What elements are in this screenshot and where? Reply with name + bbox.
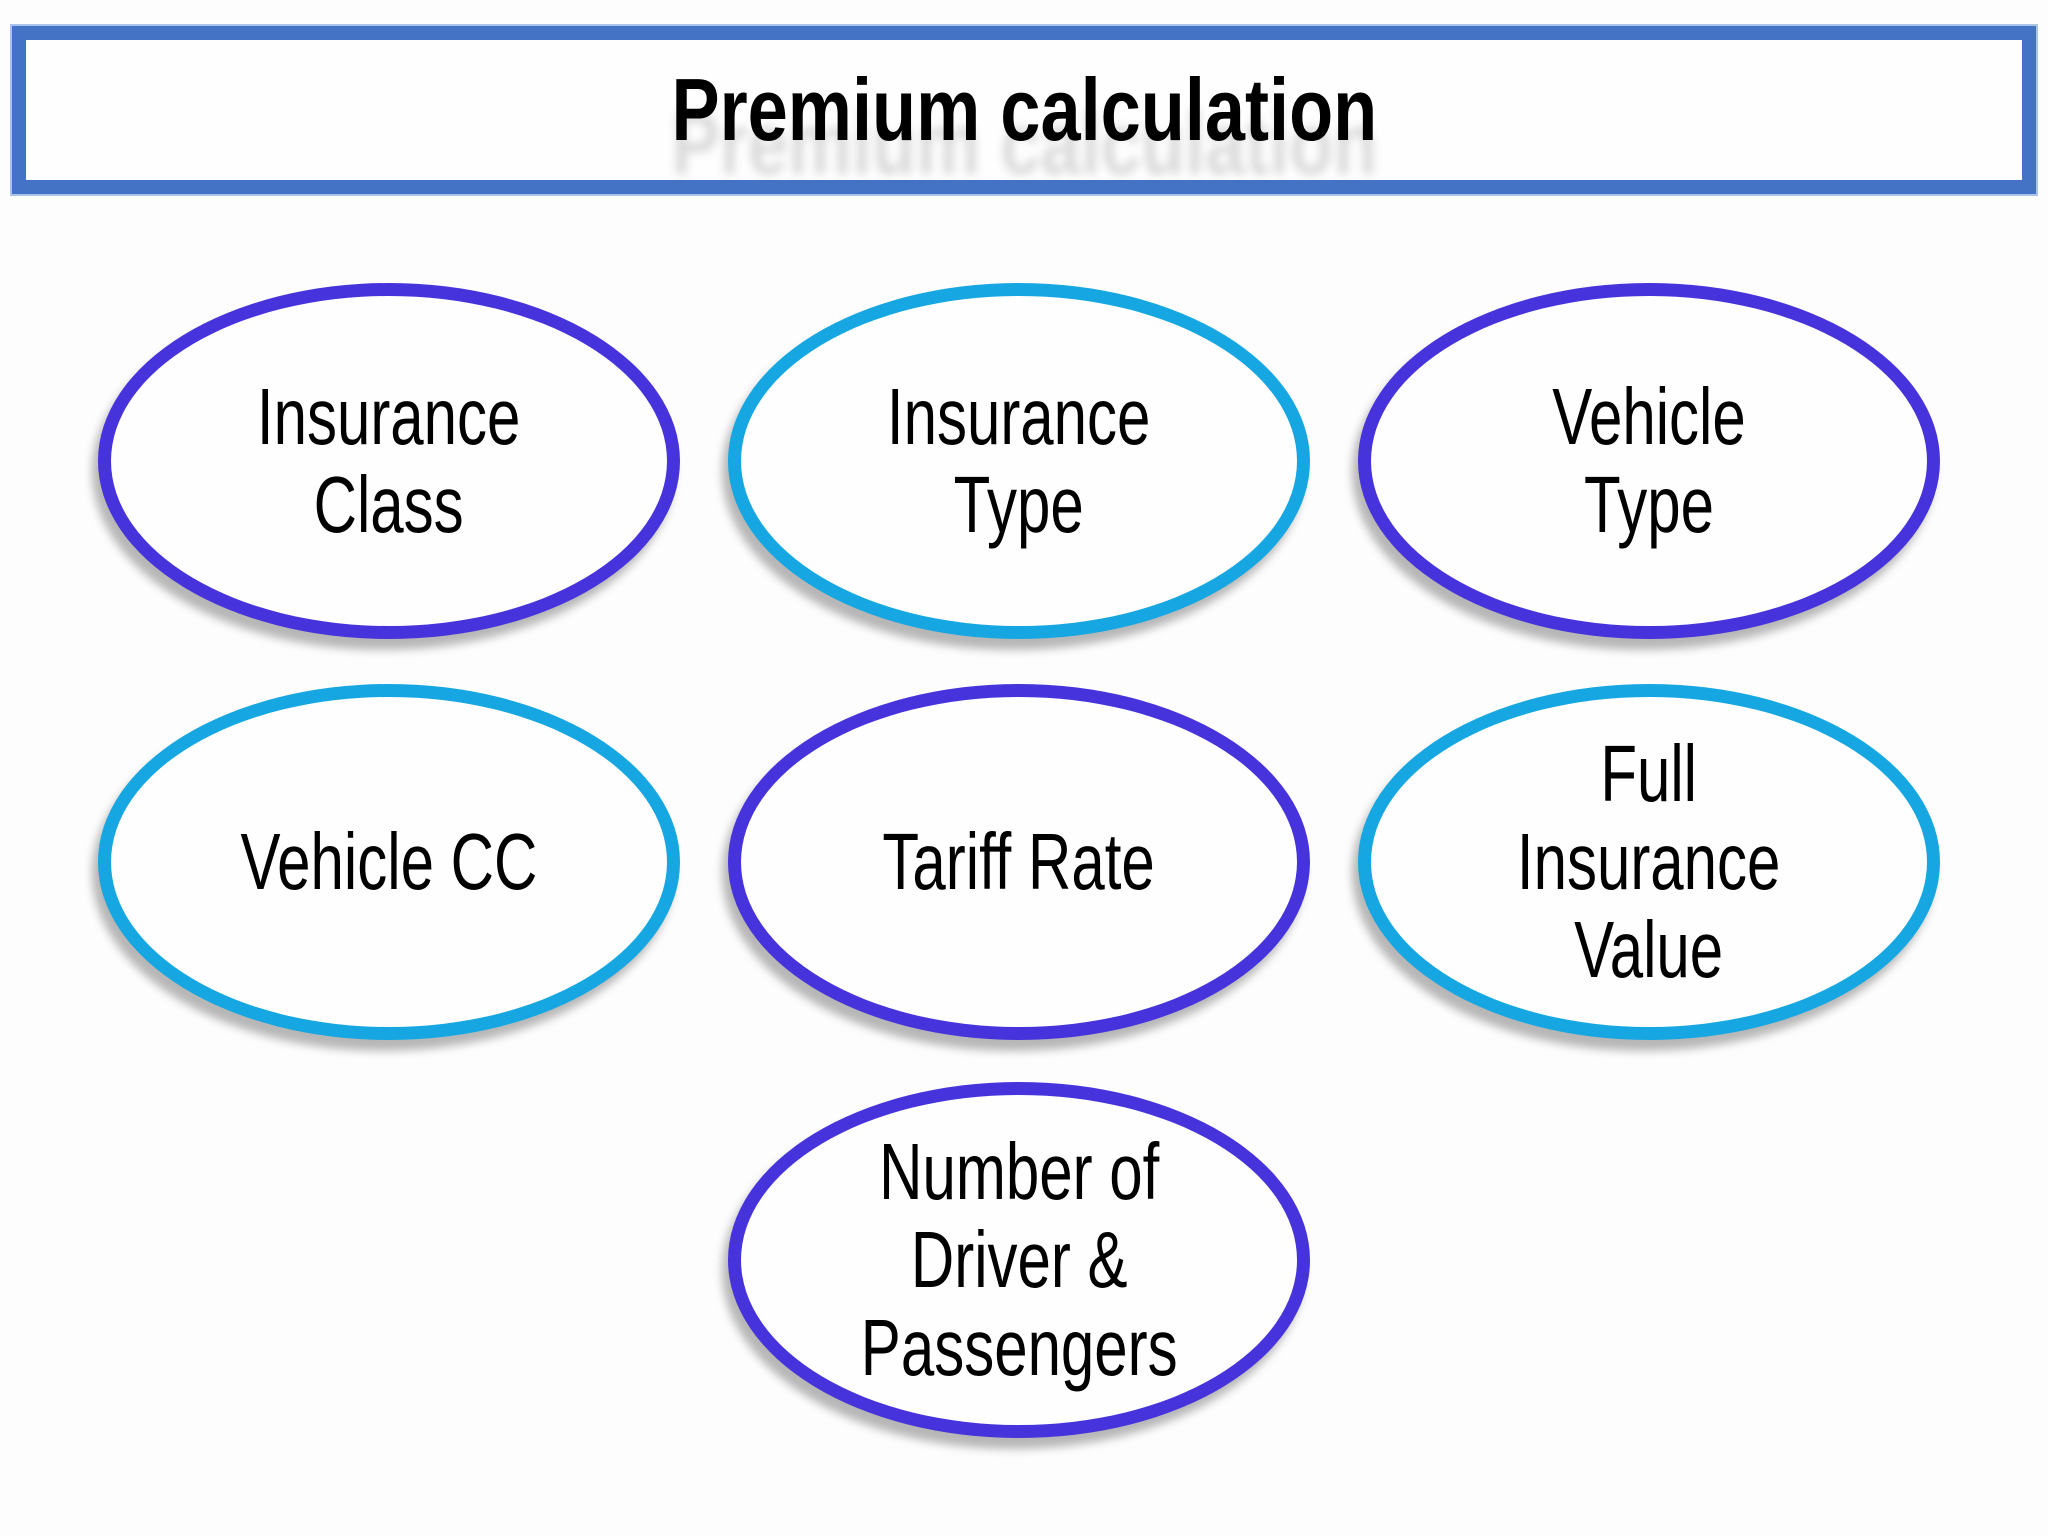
ellipse-full-insurance-value: Full Insurance Value <box>1358 684 1940 1040</box>
ellipse-number-of-driver-passengers: Number of Driver & Passengers <box>728 1082 1310 1438</box>
title-bar: Premium calculation <box>10 24 2038 196</box>
page-title: Premium calculation <box>671 60 1377 159</box>
ellipse-label-full-insurance-value: Full Insurance Value <box>1517 729 1781 994</box>
ellipse-vehicle-cc: Vehicle CC <box>98 684 680 1040</box>
ellipse-label-vehicle-type: Vehicle Type <box>1552 372 1746 549</box>
ellipse-label-insurance-class: Insurance Class <box>257 372 521 549</box>
ellipse-label-tariff-rate: Tariff Rate <box>882 817 1156 906</box>
ellipse-label-vehicle-cc: Vehicle CC <box>240 817 538 906</box>
ellipse-label-number-of-driver-passengers: Number of Driver & Passengers <box>860 1127 1178 1392</box>
ellipse-label-insurance-type: Insurance Type <box>887 372 1151 549</box>
ellipse-insurance-type: Insurance Type <box>728 283 1310 639</box>
ellipse-tariff-rate: Tariff Rate <box>728 684 1310 1040</box>
ellipse-insurance-class: Insurance Class <box>98 283 680 639</box>
ellipse-vehicle-type: Vehicle Type <box>1358 283 1940 639</box>
